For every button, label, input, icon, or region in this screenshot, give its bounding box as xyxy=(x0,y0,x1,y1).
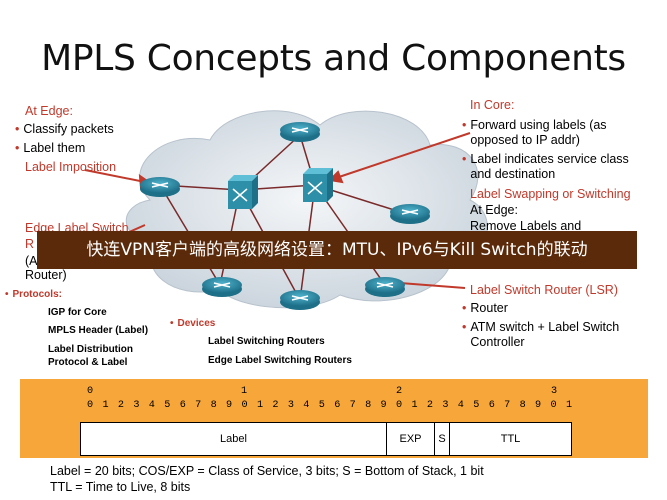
bit-index: 2 xyxy=(117,400,125,411)
page-title: MPLS Concepts and Components xyxy=(41,38,626,79)
field-exp: EXP xyxy=(387,423,435,455)
bit-index: 0 xyxy=(87,400,94,411)
core-list: •Forward using labels (as opposed to IP … xyxy=(462,118,647,182)
switch-icons xyxy=(228,168,333,209)
bit-index: 0 xyxy=(550,400,557,411)
bit-index: 1 xyxy=(256,400,264,411)
edge-heading: At Edge: xyxy=(25,104,73,118)
edge-subheading: Label Imposition xyxy=(25,160,117,174)
list-item: •ATM switch + Label Switch Controller xyxy=(462,320,620,349)
exit-edge-heading: At Edge: xyxy=(470,203,518,217)
bit-index: 3 xyxy=(133,400,140,411)
bit-index: 5 xyxy=(473,400,480,411)
bit-index: 7 xyxy=(504,400,511,411)
devices-item-ler: Edge Label Switching Routers xyxy=(208,355,352,366)
ler-label-line4: Router) xyxy=(25,268,67,282)
list-item: •Label indicates service class and desti… xyxy=(462,152,629,181)
devices-item-lsr: Label Switching Routers xyxy=(208,336,325,347)
bit-tens-label: 2 xyxy=(396,386,403,397)
field-ttl: TTL xyxy=(500,433,521,445)
footnote-line1: Label = 20 bits; COS/EXP = Class of Serv… xyxy=(50,464,484,478)
bit-index: 3 xyxy=(442,400,449,411)
field-label: Label xyxy=(81,423,387,455)
protocols-heading: •Protocols: xyxy=(5,289,62,300)
protocols-item-header: MPLS Header (Label) xyxy=(48,325,149,336)
router-icons xyxy=(140,122,430,310)
bit-index: 5 xyxy=(164,400,171,411)
footnote: Label = 20 bits; COS/EXP = Class of Serv… xyxy=(40,459,648,500)
bit-index: 1 xyxy=(565,400,573,411)
lsr-heading: Label Switch Router (LSR) xyxy=(470,283,618,297)
edge-list: •Classify packets •Label them xyxy=(15,122,114,156)
bit-index: 4 xyxy=(457,400,464,411)
overlay-banner: 快连VPN客户端的高级网络设置：MTU、IPv6与Kill Switch的联动 xyxy=(37,231,637,269)
bit-index: 3 xyxy=(287,400,294,411)
core-subheading: Label Swapping or Switching xyxy=(470,187,631,201)
bit-index: 6 xyxy=(334,400,341,411)
bit-index: 1 xyxy=(411,400,418,411)
mpls-header-fields: Label EXP S TTL xyxy=(80,422,572,456)
list-item: •Label them xyxy=(15,141,86,155)
core-heading: In Core: xyxy=(470,98,515,112)
bit-index: 2 xyxy=(272,400,279,411)
footnote-line2: TTL = Time to Live, 8 bits xyxy=(50,480,191,494)
bit-tens-row: 0 1 2 3 xyxy=(87,386,587,399)
list-item: •Classify packets xyxy=(15,122,114,136)
bit-index: 0 xyxy=(241,400,248,411)
bit-index: 0 xyxy=(396,400,403,411)
bit-tens-label: 3 xyxy=(551,386,558,397)
exit-edge-item: Remove Labels and xyxy=(470,219,582,233)
bit-index: 7 xyxy=(349,400,356,411)
bit-index: 6 xyxy=(488,400,495,411)
field-s: S xyxy=(435,423,450,455)
bit-index: 1 xyxy=(102,400,109,411)
bit-index: 9 xyxy=(380,400,387,411)
bit-index: 6 xyxy=(179,400,186,411)
bit-index: 4 xyxy=(303,400,310,411)
bit-tens-label: 1 xyxy=(241,386,248,397)
bit-index: 7 xyxy=(195,400,202,411)
bit-index: 9 xyxy=(535,400,542,411)
bit-index: 4 xyxy=(148,400,155,411)
ler-label-line2: R xyxy=(25,237,35,251)
ler-label-line3: (A xyxy=(25,254,38,268)
bit-index: 2 xyxy=(426,400,434,411)
bit-index: 8 xyxy=(519,400,526,411)
protocols-item-ldp: Label Distribution Protocol & Label xyxy=(48,344,133,368)
list-item: •Forward using labels (as opposed to IP … xyxy=(462,118,607,147)
bit-index: 8 xyxy=(365,400,372,411)
bit-index: 8 xyxy=(210,400,217,411)
protocols-item-igp: IGP for Core xyxy=(48,307,107,318)
lsr-list: •Router •ATM switch + Label Switch Contr… xyxy=(462,301,642,350)
bit-index: 9 xyxy=(226,400,233,411)
bit-tens-label: 0 xyxy=(87,386,94,397)
list-item: •Router xyxy=(462,301,508,315)
bit-index: 5 xyxy=(318,400,325,411)
devices-heading: •Devices xyxy=(170,318,216,329)
